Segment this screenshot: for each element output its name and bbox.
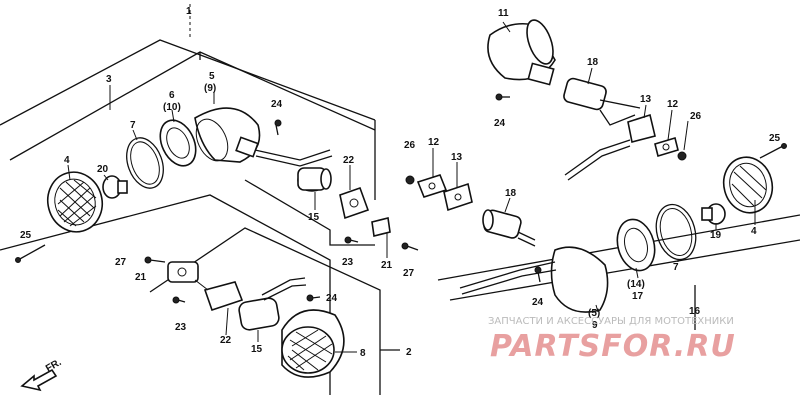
label-4b: 4 [751,226,757,237]
label-27b: 27 [115,257,127,268]
stay-22b [203,281,244,312]
label-3: 3 [106,74,112,85]
socket-18b [482,209,536,247]
direction-label: FR. [44,357,64,375]
reflector-14 [616,218,656,272]
bolt-25b [759,143,787,159]
label-4a: 4 [64,155,70,166]
nut-26a [677,151,687,161]
screw-24a [274,119,282,136]
screw-23b [172,296,186,304]
label-7b: 7 [673,262,679,273]
label-23a: 23 [342,257,354,268]
label-15a: 15 [308,212,320,223]
housing-5 [194,107,333,167]
label-18b: 18 [505,188,517,199]
reflector-6 [159,119,197,167]
label-13b: 13 [640,94,652,105]
label-21a: 21 [381,260,393,271]
label-14: (14) [627,279,645,290]
lens-8 [281,309,345,378]
label-25b: 25 [769,133,781,144]
label-26b: 26 [690,111,702,122]
label-22a: 22 [343,155,355,166]
label-24b: 24 [494,118,506,129]
screw-24d [534,266,542,283]
nut-26b [405,175,415,185]
label-7a: 7 [130,120,136,131]
washer-12a [654,136,679,158]
label-5a-sub: (9) [204,83,216,94]
socket-15b [238,277,307,331]
watermark-brand: PARTSFOR.RU [490,329,736,364]
label-24a: 24 [271,99,283,110]
label-12a: 12 [428,137,440,148]
label-5b: (5) [588,308,600,319]
assembly-3-frame [0,39,376,246]
stay-21b [167,261,199,283]
screw-24b [306,294,321,302]
label-8: 8 [360,348,366,359]
label-6-sub: (10) [163,102,181,113]
housing-11 [487,19,556,86]
bulb-20 [102,175,128,199]
label-24d: 24 [326,293,338,304]
label-24c: 24 [532,297,544,308]
label-2: 2 [406,347,412,358]
label-16: 16 [689,306,701,317]
watermark-tagline: ЗАПЧАСТИ И АКСЕССУАРЫ ДЛЯ МОТОТЕХНИКИ [488,316,734,327]
front-direction-arrow: FR. [20,357,64,392]
label-20: 20 [97,164,109,175]
label-12b: 12 [667,99,679,110]
bracket-13b [443,182,473,212]
label-5b-sub: 9 [592,320,598,331]
screw-27b [144,256,166,264]
bolt-25a [15,244,46,263]
stay-21 [371,217,391,237]
label-25a: 25 [20,230,32,241]
lens-4b [722,156,774,214]
bracket-13a [627,113,656,143]
label-18a: 18 [587,57,599,68]
housing-9 [459,246,609,313]
label-21b: 21 [135,272,147,283]
socket-18a [563,77,641,126]
label-23b: 23 [175,322,187,333]
label-27a: 27 [403,268,415,279]
screw-27a [401,242,419,251]
socket-15 [297,167,332,192]
part-labels: 1 2 3 4 4 5 (9) (5) 9 6 (10) 7 7 8 11 12… [20,6,781,359]
label-leaders [67,21,756,353]
bulb-19 [701,203,726,225]
label-6: 6 [169,90,175,101]
label-22b: 22 [220,335,232,346]
watermark: ЗАПЧАСТИ И АКСЕССУАРЫ ДЛЯ МОТОТЕХНИКИ PA… [488,316,736,364]
label-17: 17 [632,291,644,302]
stay-22 [339,186,370,220]
lens-4 [46,171,104,233]
gasket-7b [655,203,697,261]
screw-24c [495,93,510,101]
label-13a: 13 [451,152,463,163]
label-1: 1 [186,6,192,17]
screw-23a [344,236,359,244]
label-11: 11 [498,8,509,19]
washer-12b [416,174,448,198]
label-26a: 26 [404,140,416,151]
label-5a: 5 [209,71,215,82]
label-15b: 15 [251,344,263,355]
wire-a [564,139,631,176]
label-19: 19 [710,230,722,241]
